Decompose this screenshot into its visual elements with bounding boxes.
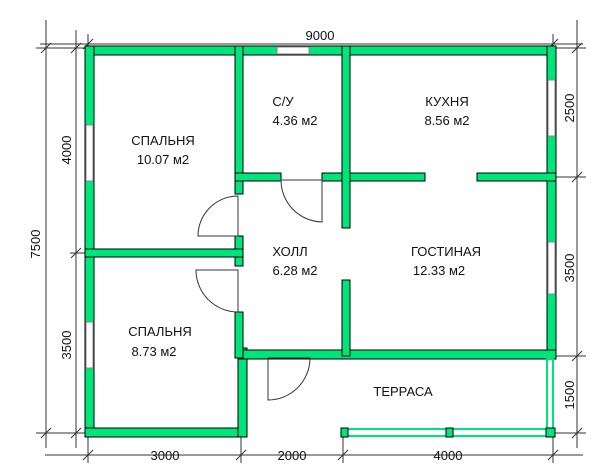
room-bedroom2-name: СПАЛЬНЯ bbox=[128, 324, 192, 339]
dim-bottom-middle: 2000 bbox=[278, 448, 307, 463]
room-kitchen-name: КУХНЯ bbox=[425, 94, 468, 109]
room-bathroom-area: 4.36 м2 bbox=[272, 113, 317, 128]
room-bedroom1-area: 10.07 м2 bbox=[137, 152, 189, 167]
wall-partition-v1-top bbox=[234, 45, 244, 195]
room-labels: СПАЛЬНЯ 10.07 м2 С/У 4.36 м2 КУХНЯ 8.56 … bbox=[128, 94, 481, 399]
dim-right-bottom: 1500 bbox=[562, 381, 577, 410]
dim-bottom-right: 4000 bbox=[434, 448, 463, 463]
window-bedroom2 bbox=[85, 321, 94, 369]
room-hall-area: 6.28 м2 bbox=[272, 263, 317, 278]
room-bedroom1-name: СПАЛЬНЯ bbox=[131, 133, 195, 148]
wall-outer-left bbox=[84, 45, 95, 437]
window-kitchen bbox=[547, 79, 556, 137]
wall-bathroom-bottom bbox=[234, 172, 282, 182]
dim-left-top: 4000 bbox=[59, 136, 74, 165]
wall-bathroom-bottom-right bbox=[321, 172, 426, 182]
dim-left-bottom: 3500 bbox=[59, 331, 74, 360]
window-living bbox=[547, 241, 556, 295]
room-terrace-name: ТЕРРАСА bbox=[373, 384, 433, 399]
dim-right-top: 2500 bbox=[562, 94, 577, 123]
wall-outer-top bbox=[84, 45, 557, 56]
dim-right-middle: 3500 bbox=[562, 254, 577, 283]
window-bathroom bbox=[276, 46, 310, 55]
room-living-name: ГОСТИНАЯ bbox=[411, 244, 481, 259]
door-entrance bbox=[267, 357, 311, 401]
room-living-area: 12.33 м2 bbox=[413, 263, 465, 278]
wall-bedrooms-divider bbox=[84, 248, 244, 258]
walls bbox=[84, 45, 557, 438]
dimension-lines bbox=[36, 20, 586, 463]
room-bathroom-name: С/У bbox=[272, 94, 294, 109]
dim-overall-width: 9000 bbox=[306, 28, 335, 43]
wall-kitchen-bottom-right bbox=[476, 172, 557, 182]
terrace-posts bbox=[340, 427, 556, 438]
dim-overall-depth: 7500 bbox=[28, 230, 43, 259]
wall-outer-bottom-left bbox=[84, 427, 248, 438]
dimension-labels: 9000 7500 4000 3500 2500 3500 1500 3000 … bbox=[28, 28, 577, 463]
room-hall-name: ХОЛЛ bbox=[272, 244, 307, 259]
door-bedroom1 bbox=[197, 195, 239, 237]
door-bedroom2 bbox=[195, 269, 239, 313]
door-bathroom bbox=[280, 179, 323, 223]
wall-bedroom2-right bbox=[237, 347, 248, 438]
windows bbox=[85, 46, 556, 369]
room-kitchen-area: 8.56 м2 bbox=[424, 113, 469, 128]
doors bbox=[195, 179, 323, 401]
window-bedroom1 bbox=[85, 124, 94, 182]
wall-partition-v1-bot bbox=[234, 311, 244, 359]
wall-partition-v2-bottom bbox=[341, 279, 351, 357]
wall-partition-v2-top bbox=[341, 45, 351, 229]
dim-bottom-left: 3000 bbox=[151, 448, 180, 463]
room-bedroom2-area: 8.73 м2 bbox=[131, 344, 176, 359]
